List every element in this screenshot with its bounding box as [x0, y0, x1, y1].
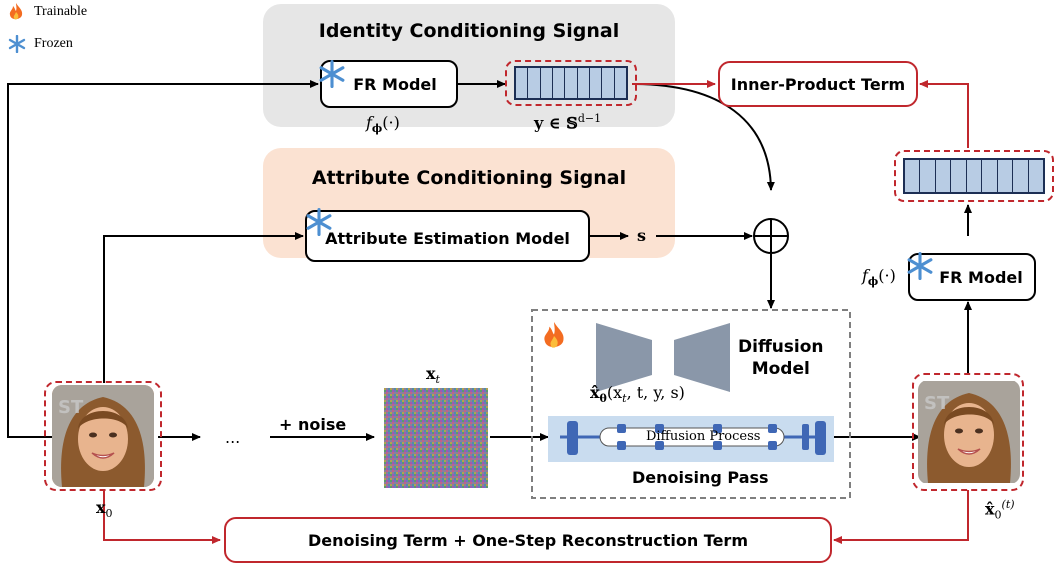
wire-right-vector-to-inner — [919, 80, 969, 148]
right-fr-function-label: fϕ(·) — [862, 266, 896, 289]
x0-label: x0 — [96, 498, 113, 521]
ellipsis-label: ... — [225, 428, 241, 447]
fr-function-label: fϕ(·) — [366, 113, 400, 136]
identity-vector — [514, 66, 628, 100]
svg-text:ST: ST — [58, 397, 84, 418]
noise-label: + noise — [279, 415, 347, 434]
output-face-image: ST — [918, 380, 1020, 484]
denoising-pass-label: Denoising Pass — [632, 468, 769, 487]
wire-output-to-bottom — [833, 490, 969, 544]
x0-hat-label: x̂0(t) — [985, 498, 1015, 522]
diffusion-block — [531, 309, 851, 499]
snowflake-icon — [8, 34, 26, 54]
snowflake-icon — [318, 60, 346, 88]
identity-vector-frame — [505, 60, 637, 106]
xt-label: xt — [426, 364, 440, 387]
noisy-image — [384, 388, 488, 488]
fire-icon — [540, 320, 568, 352]
wire-vector-to-sum — [631, 83, 775, 191]
reconstruction-term-box: Denoising Term + One-Step Reconstruction… — [224, 517, 832, 563]
identity-panel-title: Identity Conditioning Signal — [318, 20, 620, 42]
encoder-trapezoid — [596, 323, 652, 392]
output-vector-frame — [894, 150, 1054, 202]
inner-product-term-box: Inner-Product Term — [718, 61, 918, 107]
snowflake-icon — [906, 252, 934, 280]
input-face-image: ST — [52, 385, 154, 487]
fire-icon — [7, 2, 25, 22]
right-fr-model-label: FR Model — [939, 267, 1023, 287]
wire-input-to-attr — [103, 232, 304, 383]
fr-model-label: FR Model — [353, 74, 437, 94]
denoising-strip — [548, 416, 834, 462]
output-vector — [903, 158, 1045, 194]
input-face-frame — [44, 381, 162, 491]
wire-x0-to-bottom — [103, 490, 221, 544]
attribute-estimation-box: Attribute Estimation Model — [305, 210, 590, 262]
diffusion-process-label: Diffusion Process — [646, 429, 761, 444]
svg-text:ST: ST — [924, 393, 950, 414]
sum-node — [753, 218, 789, 254]
identity-vector-label: y ∈ 𝕊d−1 — [534, 112, 602, 133]
attribute-s-label: s — [637, 226, 647, 245]
snowflake-icon — [305, 208, 333, 236]
output-face-frame — [912, 373, 1024, 491]
legend-trainable-label: Trainable — [34, 4, 88, 19]
diffusion-output-label: x̂θ(xt, t, y, s) — [590, 383, 685, 406]
wire-input-to-fr — [7, 80, 319, 438]
attribute-panel-title: Attribute Conditioning Signal — [311, 167, 627, 189]
diffusion-model-title: Diffusion Model — [738, 337, 824, 379]
attribute-estimation-label: Attribute Estimation Model — [325, 228, 570, 248]
legend-frozen-label: Frozen — [34, 36, 73, 51]
decoder-trapezoid — [674, 323, 730, 392]
